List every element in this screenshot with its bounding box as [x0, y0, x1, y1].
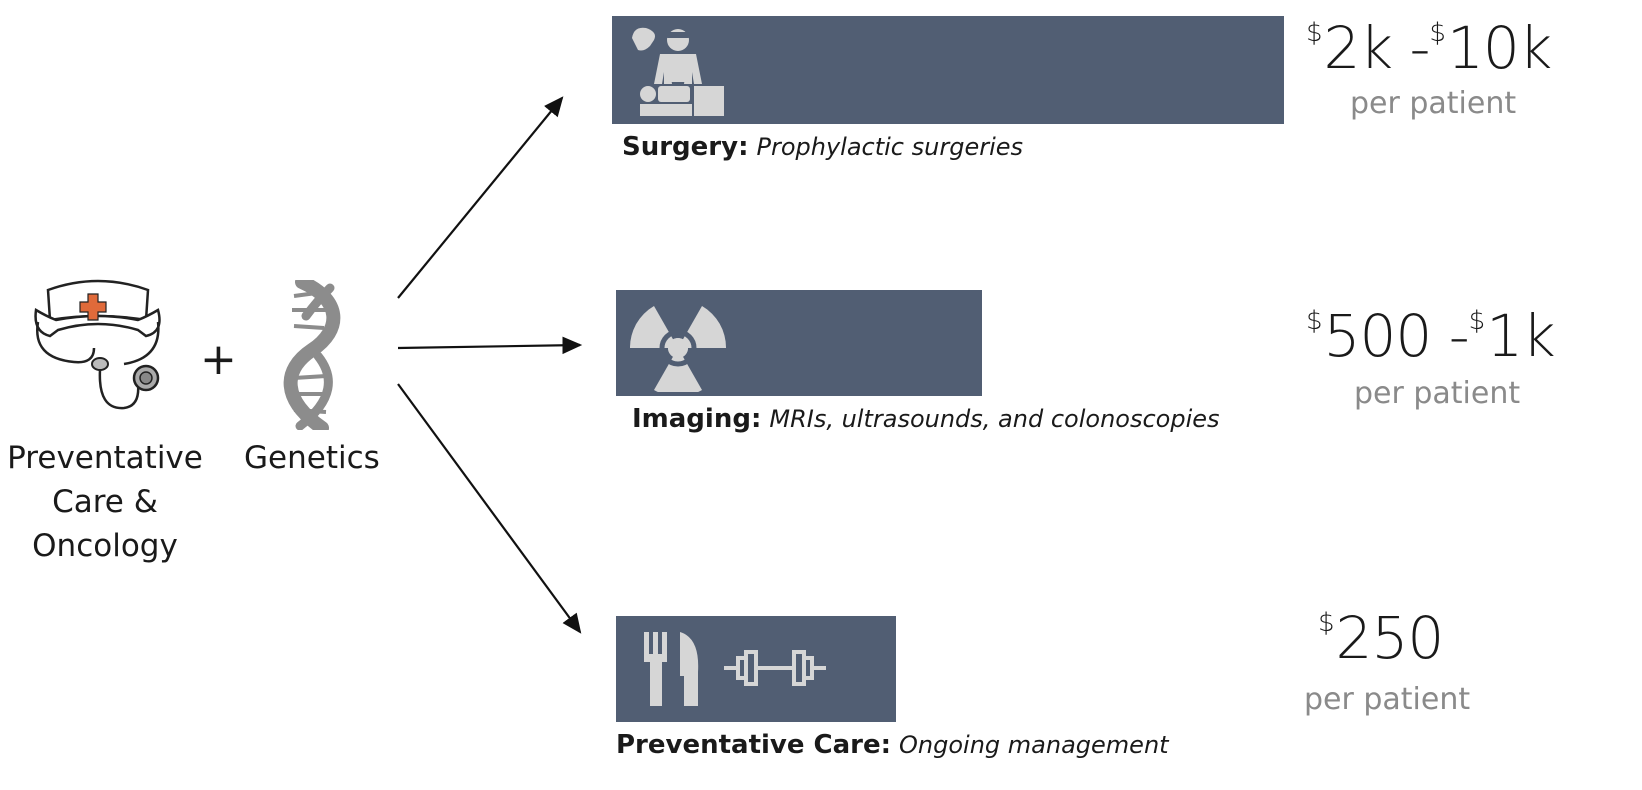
- preventative-label: Preventative Care:Ongoing management: [616, 730, 1169, 760]
- currency-symbol: $: [1306, 306, 1323, 336]
- price-high: 1k: [1486, 302, 1555, 370]
- dumbbell-icon: [724, 650, 826, 686]
- imaging-bar: [616, 290, 982, 396]
- dna-helix-icon: [283, 280, 341, 430]
- surgery-label: Surgery:Prophylactic surgeries: [622, 132, 1023, 162]
- nurse-stethoscope-icon: [34, 279, 161, 410]
- preventative-title: Preventative Care:: [616, 730, 892, 760]
- imaging-label: Imaging:MRIs, ultrasounds, and colonosco…: [632, 404, 1220, 434]
- currency-symbol: $: [1306, 18, 1323, 48]
- imaging-description: MRIs, ultrasounds, and colonoscopies: [769, 405, 1220, 433]
- price-separator: -: [1431, 302, 1470, 370]
- oncology-label-line-1: Preventative: [7, 440, 203, 476]
- oncology-label-line-2: Care &: [52, 484, 158, 520]
- price-low: 500: [1323, 302, 1433, 370]
- imaging-price: $500 -$1k: [1306, 302, 1556, 370]
- surgery-per-patient: per patient: [1350, 86, 1517, 121]
- preventative-per-patient: per patient: [1304, 682, 1471, 717]
- price-low: 250: [1335, 604, 1445, 672]
- imaging-title: Imaging:: [632, 404, 762, 434]
- price-low: 2k: [1323, 14, 1393, 82]
- surgery-price: $2k -$10k: [1306, 14, 1552, 82]
- surgery-description: Prophylactic surgeries: [756, 133, 1024, 161]
- fork-knife-icon: [644, 632, 699, 706]
- arrow-to-preventative: [397, 383, 582, 634]
- currency-symbol: $: [1429, 18, 1446, 48]
- price-high: 10k: [1446, 14, 1552, 82]
- radiation-icon: [630, 306, 726, 392]
- preventative-bar: [616, 616, 896, 722]
- surgeon-icon: [632, 27, 724, 116]
- currency-symbol: $: [1318, 608, 1335, 638]
- surgery-bar: [612, 16, 1284, 124]
- preventative-price: $250: [1318, 604, 1445, 672]
- preventative-description: Ongoing management: [899, 731, 1169, 759]
- currency-symbol: $: [1468, 306, 1486, 336]
- arrow-to-imaging: [397, 336, 583, 355]
- genetics-label: Genetics: [244, 440, 380, 476]
- arrow-to-surgery: [397, 96, 564, 299]
- oncology-label-line-3: Oncology: [32, 528, 178, 564]
- plus-sign: +: [200, 334, 237, 385]
- imaging-per-patient: per patient: [1354, 376, 1521, 411]
- price-separator: -: [1392, 14, 1430, 82]
- surgery-title: Surgery:: [622, 132, 749, 162]
- oncology-label: Preventative Care & Oncology: [0, 436, 210, 568]
